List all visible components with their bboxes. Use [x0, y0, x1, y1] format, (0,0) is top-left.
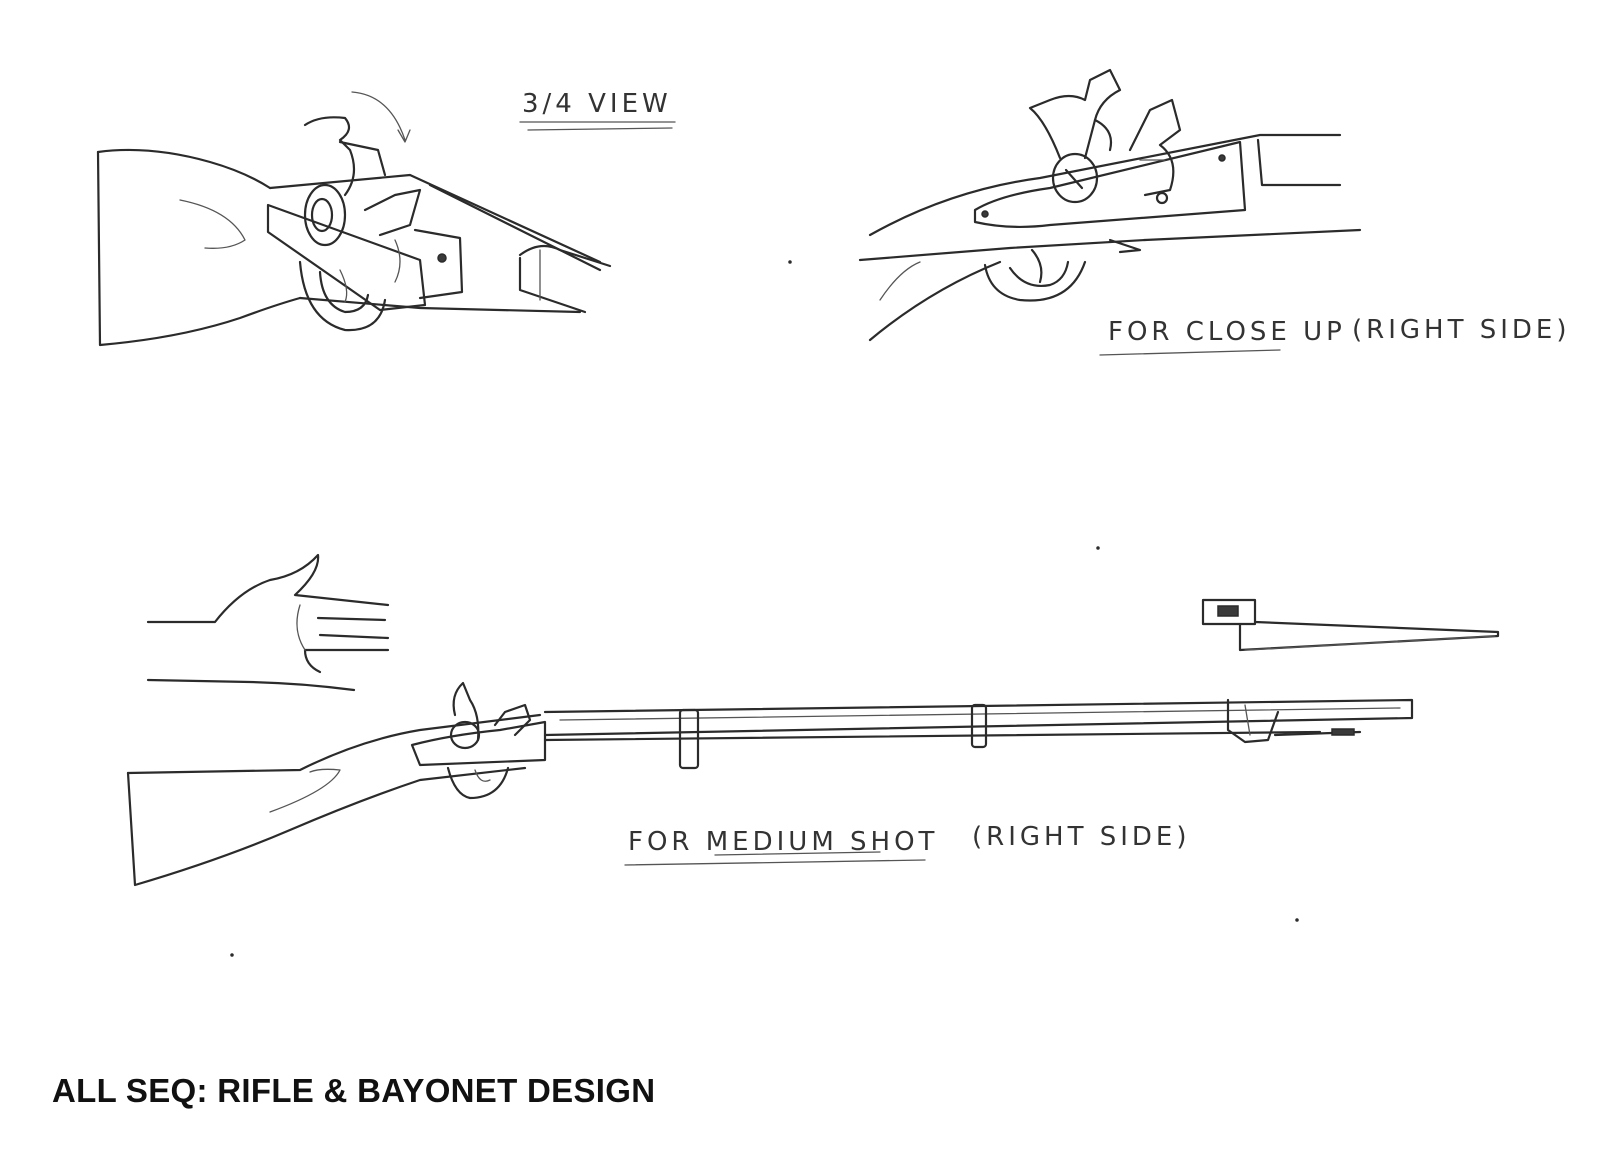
sketch-three-quarter-view: [96, 91, 612, 347]
label-medium-shot: FOR MEDIUM SHOT: [628, 827, 938, 857]
sheet-title: ALL SEQ: RIFLE & BAYONET DESIGN: [52, 1072, 656, 1109]
label-three-quarter-view: 3/4 VIEW: [522, 89, 672, 119]
sketch-full-rifle: [126, 681, 1414, 887]
sketch-hand-reference: [146, 553, 390, 692]
label-close-up-side: (RIGHT SIDE): [1352, 315, 1571, 345]
sketch-close-up-lock: [858, 68, 1362, 342]
label-medium-shot-side: (RIGHT SIDE): [972, 822, 1191, 852]
label-close-up: FOR CLOSE UP: [1108, 317, 1346, 347]
sketch-bayonet: [1201, 598, 1500, 652]
